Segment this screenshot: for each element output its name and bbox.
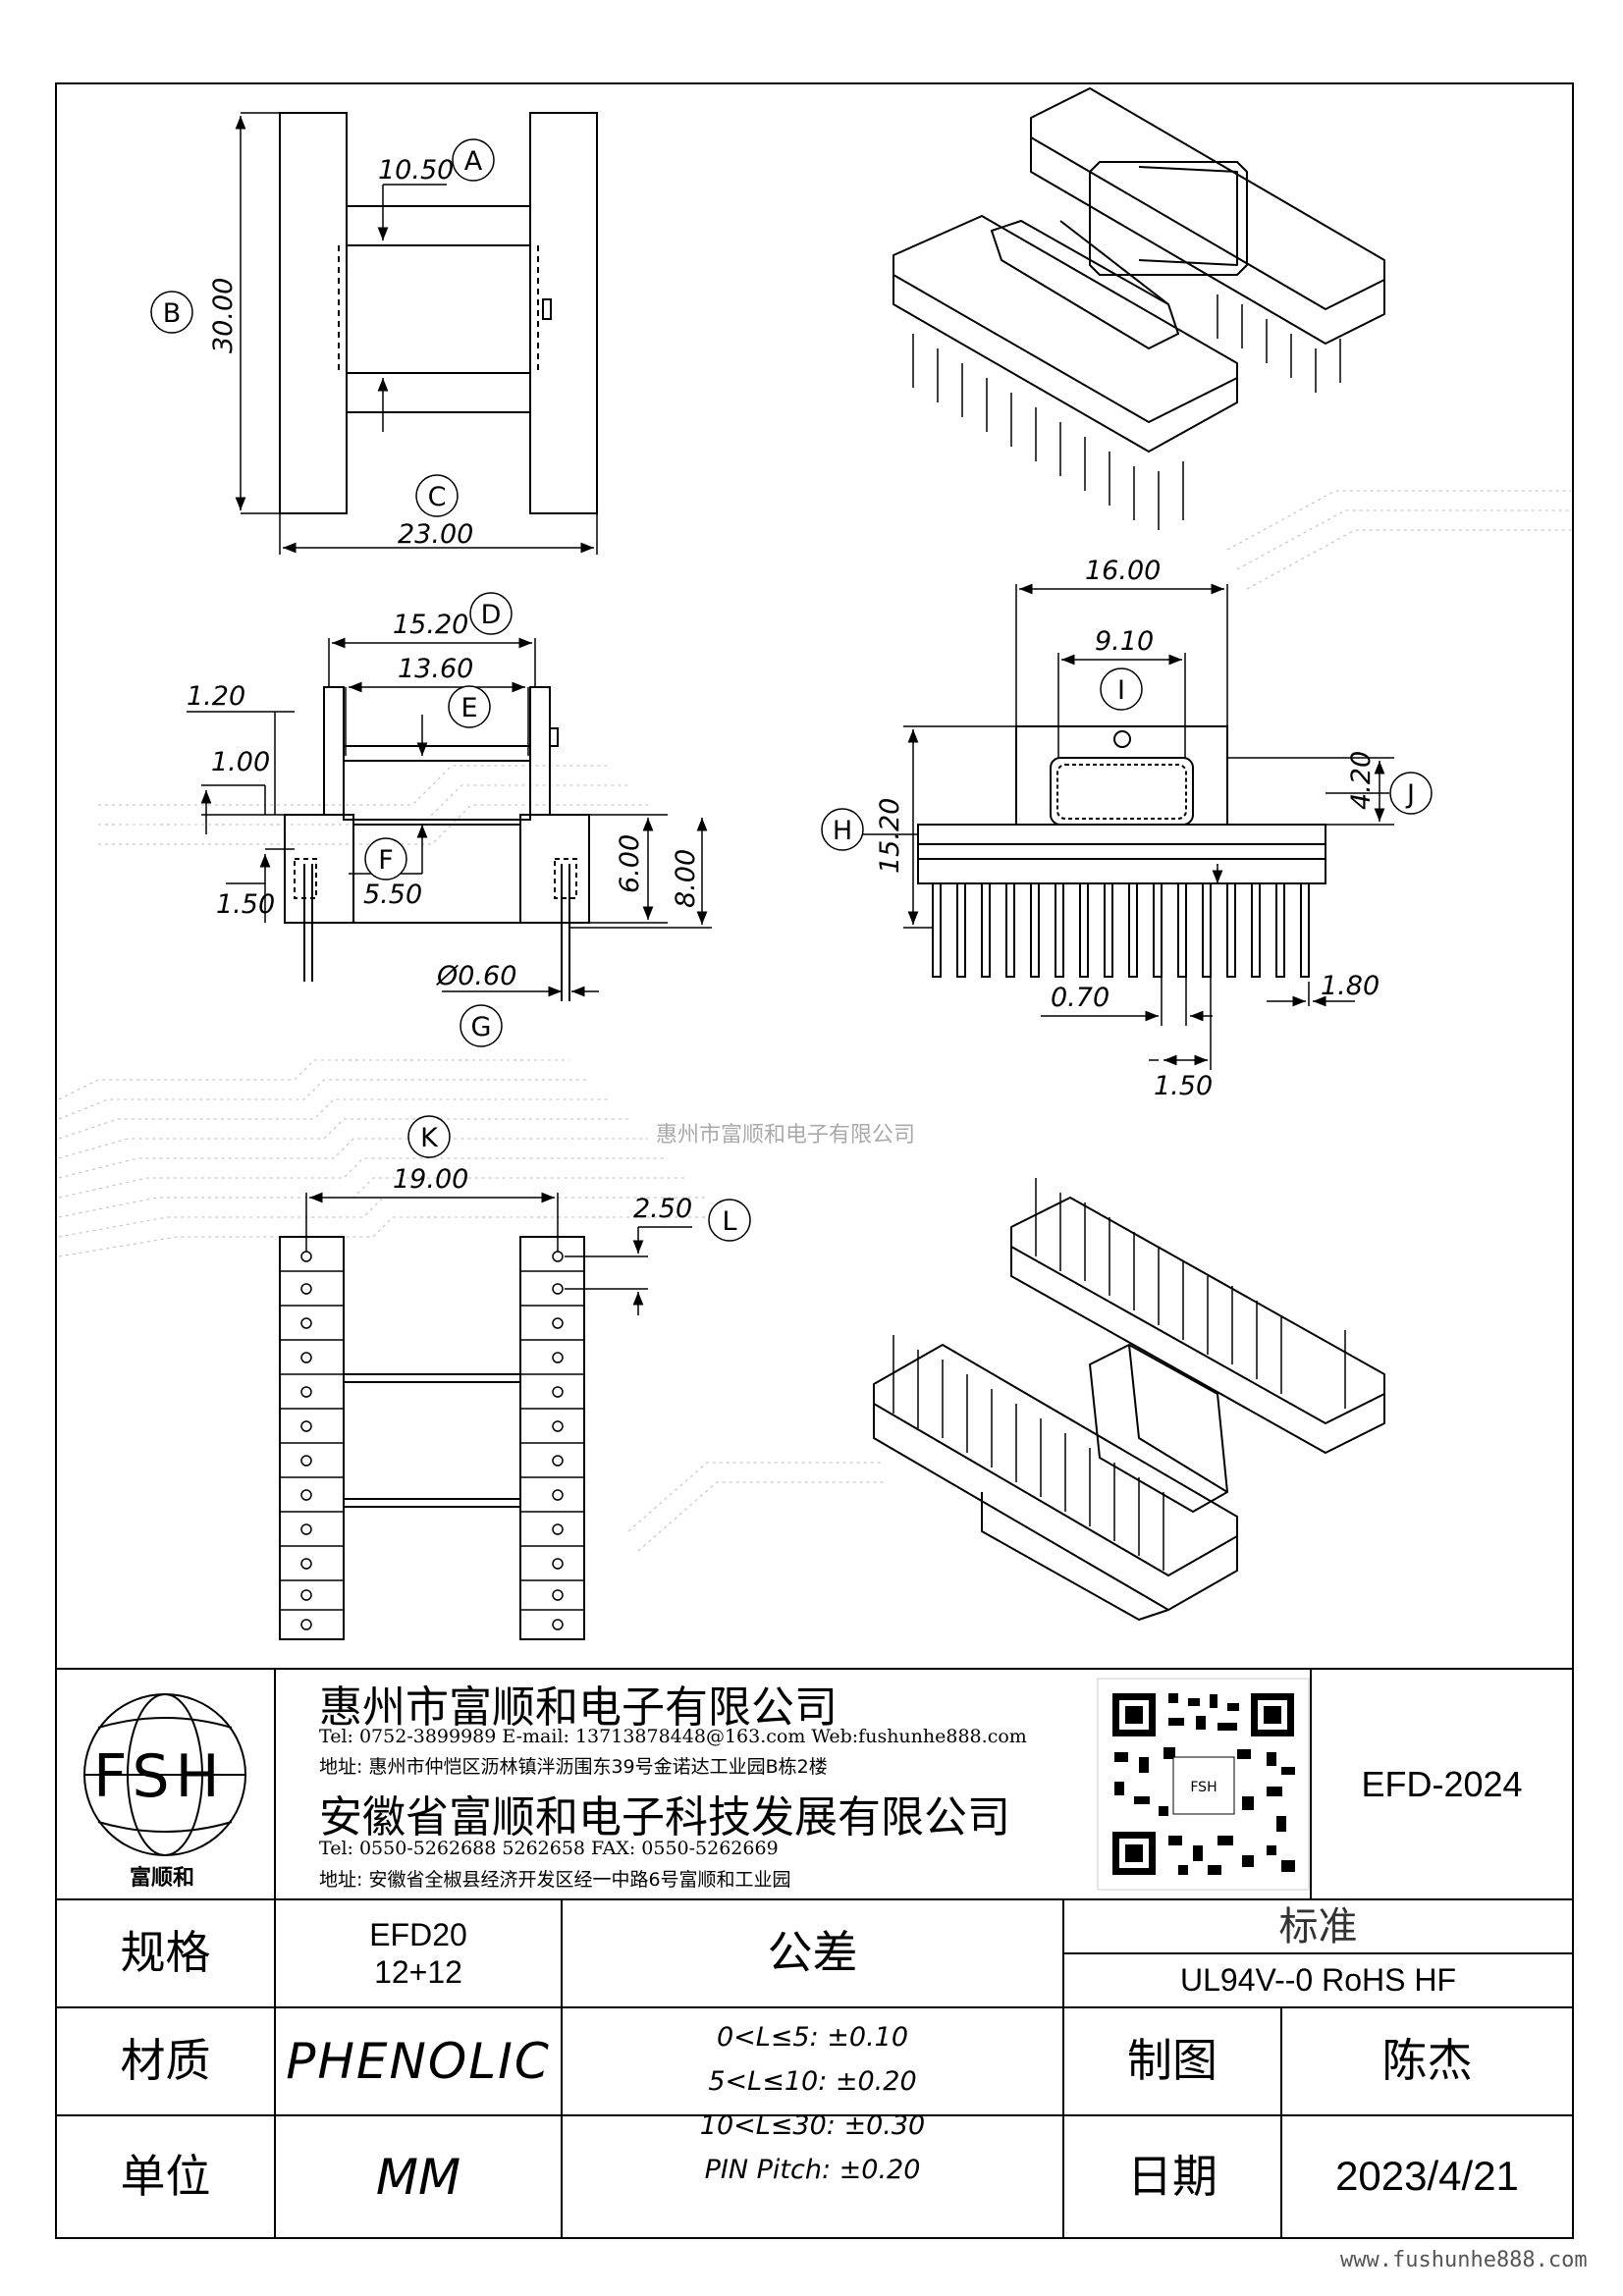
dim-l-value: 2.50 bbox=[633, 1194, 692, 1224]
callout-b: B bbox=[163, 298, 182, 329]
callout-c: C bbox=[428, 482, 447, 512]
company2-address: 地址: 安徽省全椒县经济开发区经一中路6号富顺和工业园 bbox=[319, 1869, 791, 1891]
tolerance-line-2: 5<L≤10: ±0.20 bbox=[708, 2066, 917, 2097]
dim-6-00-value: 6.00 bbox=[615, 834, 645, 893]
logo-letters: FSH bbox=[93, 1742, 226, 1811]
callout-e: E bbox=[460, 693, 477, 723]
dim-d-value: 15.20 bbox=[393, 610, 468, 640]
footer-url: www.fushunhe888.com bbox=[1340, 2248, 1588, 2272]
background-dotted-lines bbox=[58, 490, 1571, 1552]
spec-value-line1: EFD20 bbox=[369, 1916, 467, 1952]
dim-g-value: Ø0.60 bbox=[436, 961, 516, 991]
date-value: 2023/4/21 bbox=[1335, 2153, 1519, 2200]
unit-value: MM bbox=[375, 2148, 461, 2206]
dim-i-value: 9.10 bbox=[1095, 626, 1154, 657]
logo-caption: 富顺和 bbox=[130, 1866, 195, 1891]
company2-contact: Tel: 0550-5262688 5262658 FAX: 0550-5262… bbox=[319, 1838, 779, 1859]
qr-code: FSH bbox=[1097, 1678, 1310, 1891]
watermark-text: 惠州市富顺和电子有限公司 bbox=[656, 1123, 916, 1148]
callout-d: D bbox=[481, 600, 502, 630]
dim-h-value: 15.20 bbox=[875, 798, 905, 874]
dim-1-00-value: 1.00 bbox=[211, 747, 270, 777]
standard-value: UL94V--0 RoHS HF bbox=[1180, 1962, 1456, 1999]
tolerance-list: 0<L≤5: ±0.10 5<L≤10: ±0.20 10<L≤30: ±0.3… bbox=[562, 2022, 1063, 2199]
tolerance-line-1: 0<L≤5: ±0.10 bbox=[716, 2022, 909, 2053]
dim-b-value: 30.00 bbox=[208, 278, 239, 353]
company1-address: 地址: 惠州市仲恺区沥林镇泮沥围东39号金诺达工业园B栋2楼 bbox=[319, 1756, 828, 1778]
spec-value-line2: 12+12 bbox=[374, 1954, 462, 1990]
callout-circles bbox=[150, 138, 1433, 1242]
dim-c-value: 23.00 bbox=[398, 519, 473, 550]
spec-label: 规格 bbox=[120, 1926, 211, 1980]
tolerance-label: 公差 bbox=[767, 1926, 858, 1980]
callout-h: H bbox=[833, 816, 852, 846]
qr-logo-text: FSH bbox=[1190, 1780, 1217, 1795]
callout-letters: A B C D E F G H I J K L bbox=[163, 146, 1415, 1237]
dim-8-00-value: 8.00 bbox=[671, 849, 701, 908]
spec-value: EFD20 12+12 bbox=[275, 1899, 562, 2007]
isometric-view-bottom bbox=[873, 1178, 1385, 1621]
company1-contact: Tel: 0752-3899989 E-mail: 13713878448@16… bbox=[319, 1726, 1027, 1747]
callout-g: G bbox=[471, 1012, 492, 1042]
unit-label: 单位 bbox=[120, 2149, 211, 2203]
top-view bbox=[235, 112, 598, 555]
side-view bbox=[187, 637, 712, 1001]
dim-1-20-value: 1.20 bbox=[187, 681, 245, 712]
dim-f-value: 5.50 bbox=[363, 880, 422, 910]
dim-j-value: 4.20 bbox=[1346, 751, 1377, 810]
dim-1-50b-value: 1.50 bbox=[1154, 1071, 1213, 1101]
front-view bbox=[903, 583, 1394, 1070]
tolerance-line-3: 10<L≤30: ±0.30 bbox=[699, 2110, 926, 2141]
callout-a: A bbox=[464, 146, 483, 177]
dim-1-80-value: 1.80 bbox=[1321, 971, 1380, 1001]
callout-i: I bbox=[1117, 675, 1125, 706]
callout-k: K bbox=[420, 1123, 439, 1153]
dim-k-value: 19.00 bbox=[393, 1164, 468, 1195]
callout-j: J bbox=[1405, 779, 1415, 810]
drawing-number: EFD-2024 bbox=[1361, 1763, 1523, 1804]
title-block-grid bbox=[56, 1668, 1573, 2238]
date-label: 日期 bbox=[1127, 2149, 1217, 2203]
fsh-logo bbox=[83, 1693, 246, 1856]
dim-e-value: 13.60 bbox=[398, 654, 473, 684]
drawn-by-value: 陈杰 bbox=[1381, 2034, 1473, 2088]
callout-f: F bbox=[378, 845, 394, 876]
dim-a-value: 10.50 bbox=[378, 155, 454, 186]
dim-16-00-value: 16.00 bbox=[1085, 556, 1161, 586]
tolerance-line-4: PIN Pitch: ±0.20 bbox=[704, 2155, 921, 2185]
sheet-border bbox=[55, 82, 1574, 2239]
callout-l: L bbox=[722, 1206, 736, 1237]
material-value: PHENOLIC bbox=[286, 2033, 551, 2090]
company2-name: 安徽省富顺和电子科技发展有限公司 bbox=[319, 1792, 1010, 1842]
isometric-view-top bbox=[893, 87, 1385, 530]
material-label: 材质 bbox=[120, 2034, 211, 2088]
company1-name: 惠州市富顺和电子有限公司 bbox=[319, 1682, 838, 1733]
standard-label: 标准 bbox=[1278, 1903, 1358, 1949]
dim-1-50-value: 1.50 bbox=[216, 889, 275, 920]
dim-0-70-value: 0.70 bbox=[1051, 983, 1109, 1013]
bottom-view bbox=[279, 1192, 692, 1640]
drawn-by-label: 制图 bbox=[1127, 2034, 1217, 2088]
